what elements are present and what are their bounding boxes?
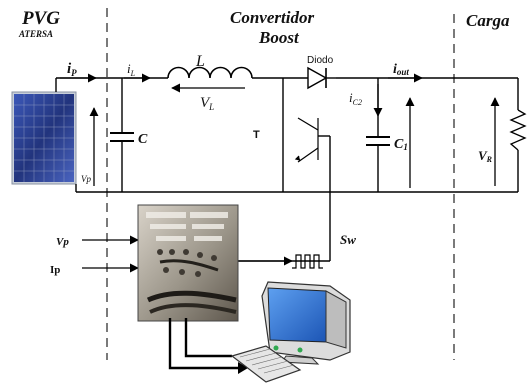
pvg-subtitle: ATERSA: [18, 29, 53, 39]
label-vp-panel: Vp: [81, 174, 91, 184]
label-vp-input: Vp: [56, 236, 69, 248]
label-ip: iP: [67, 61, 77, 78]
transistor-switch: [294, 117, 319, 163]
label-sw: Sw: [340, 232, 356, 247]
label-ic2: iC2: [349, 90, 362, 107]
label-vr: VR: [478, 148, 493, 164]
label-vl: VL: [200, 95, 214, 112]
pwm-pulse-icon: [292, 254, 323, 269]
converter-title: Convertidor: [230, 8, 314, 27]
load-resistor: [509, 109, 527, 151]
circuit-wiring: [55, 77, 519, 262]
computer-monitor-icon: [261, 281, 351, 365]
label-c1: C1: [394, 137, 408, 152]
label-ip-input: Ip: [50, 264, 60, 276]
capacitor-c: [110, 132, 134, 142]
inductor-coil: [167, 66, 253, 79]
label-iout: iout: [393, 62, 409, 77]
label-diode: Diodo: [307, 55, 334, 66]
keyboard-icon: [230, 345, 302, 383]
usb-cable: [168, 318, 238, 370]
section-dividers: [106, 8, 455, 360]
label-capacitor-c: C: [138, 132, 148, 147]
controller-board-photo: [137, 204, 239, 322]
pvg-title: PVG: [21, 8, 60, 29]
capacitor-c1: [366, 136, 390, 146]
diode-symbol: [307, 66, 336, 90]
load-title: Carga: [466, 11, 510, 30]
label-inductor: L: [195, 53, 205, 70]
label-il: iL: [127, 61, 136, 78]
signal-arrows: [60, 73, 500, 273]
converter-subtitle: Boost: [258, 28, 300, 47]
cable-arrowhead: [238, 362, 248, 374]
solar-panel-icon: [11, 91, 77, 185]
label-transistor: T: [253, 129, 260, 141]
